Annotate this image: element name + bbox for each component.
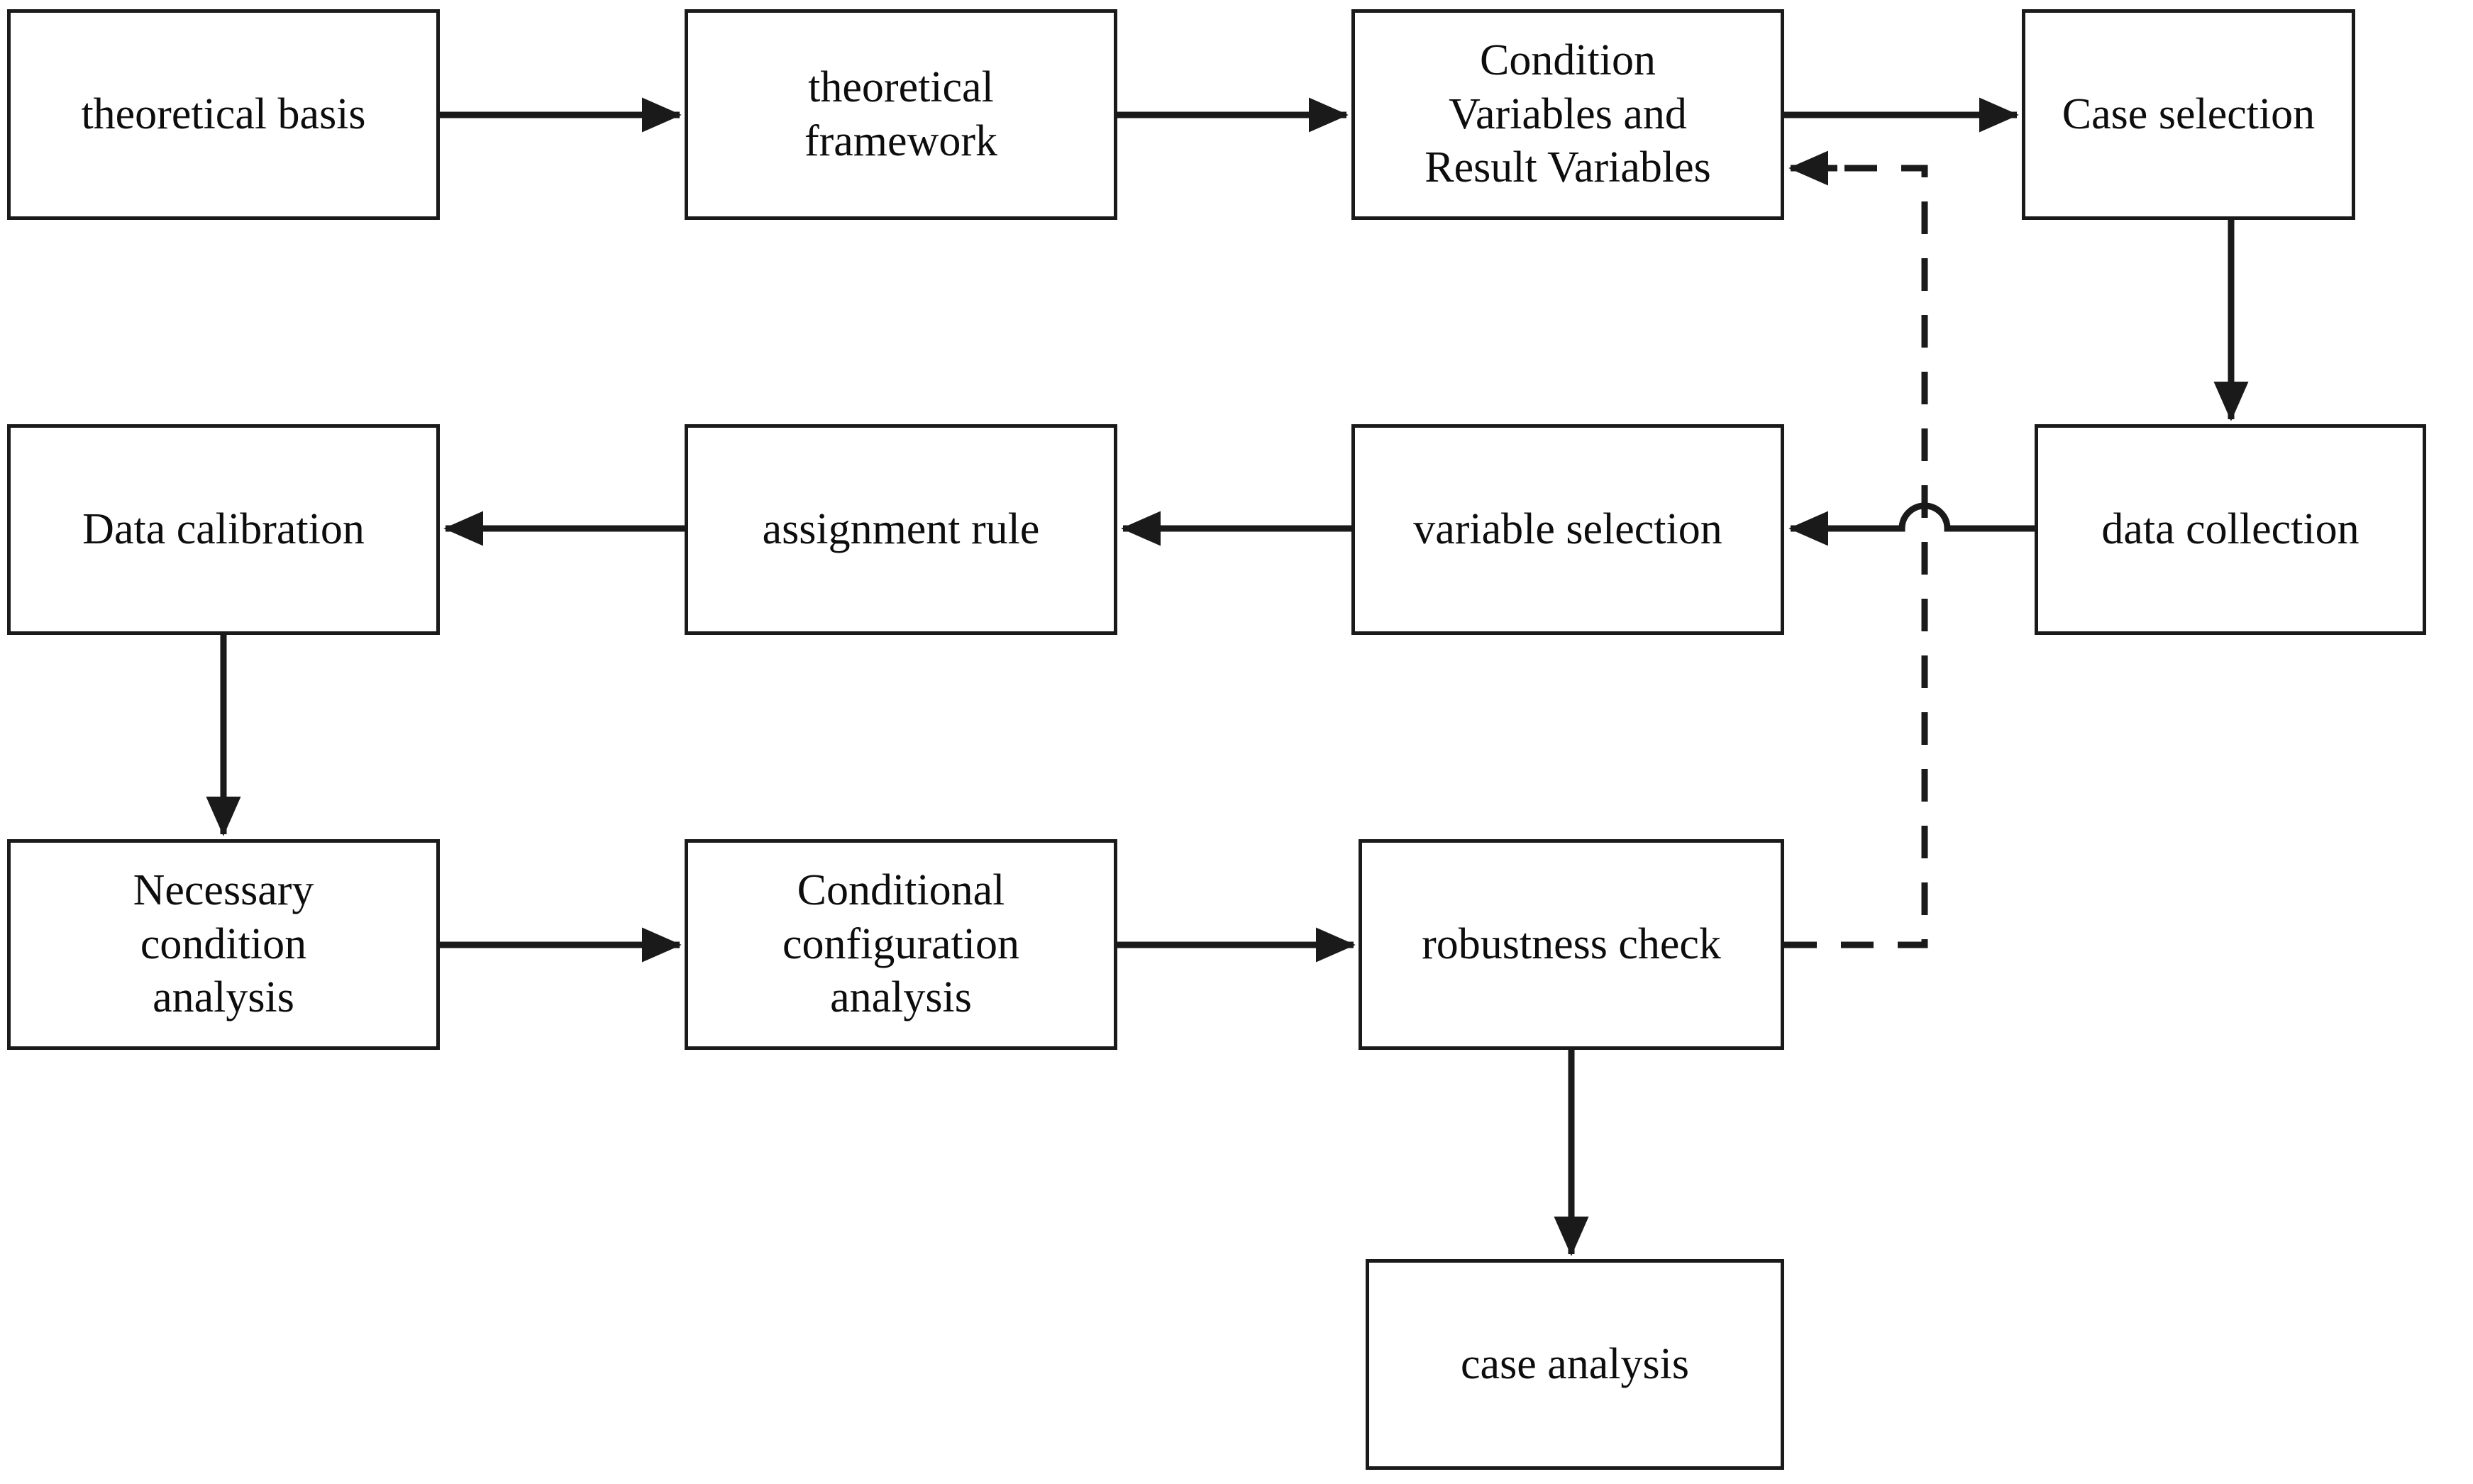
node-data-collection[interactable]: data collection xyxy=(2035,424,2426,635)
edge-data-collection-to-variable-selection xyxy=(1788,502,2035,546)
node-label: data collection xyxy=(2101,504,2359,553)
node-label: variable selection xyxy=(1413,504,1722,553)
node-label: case analysis xyxy=(1461,1339,1689,1388)
node-case-analysis[interactable]: case analysis xyxy=(1366,1259,1784,1470)
node-case-selection[interactable]: Case selection xyxy=(2022,9,2355,220)
node-data-calibration[interactable]: Data calibration xyxy=(7,424,440,635)
node-label: Condition Variables and Result Variables xyxy=(1424,36,1711,192)
node-label: theoretical basis xyxy=(81,89,366,138)
node-label: Conditional configuration analysis xyxy=(782,866,1019,1022)
node-variable-selection[interactable]: variable selection xyxy=(1351,424,1784,635)
node-robustness-check[interactable]: robustness check xyxy=(1359,839,1784,1050)
node-theoretical-basis[interactable]: theoretical basis xyxy=(7,9,440,220)
node-label: Case selection xyxy=(2062,89,2316,138)
node-necessary-condition-analysis[interactable]: Necessary condition analysis xyxy=(7,839,440,1050)
node-label: Data calibration xyxy=(82,504,365,553)
edge-robustness-check-feedback-to-variables xyxy=(1784,150,1928,948)
node-label: theoretical framework xyxy=(804,62,997,165)
node-conditional-configuration-analysis[interactable]: Conditional configuration analysis xyxy=(685,839,1117,1050)
node-assignment-rule[interactable]: assignment rule xyxy=(685,424,1117,635)
node-theoretical-framework[interactable]: theoretical framework xyxy=(685,9,1117,220)
node-label: assignment rule xyxy=(762,504,1040,553)
node-condition-result-variables[interactable]: Condition Variables and Result Variables xyxy=(1351,9,1784,220)
node-label: robustness check xyxy=(1422,919,1721,968)
node-label: Necessary condition analysis xyxy=(133,866,314,1022)
